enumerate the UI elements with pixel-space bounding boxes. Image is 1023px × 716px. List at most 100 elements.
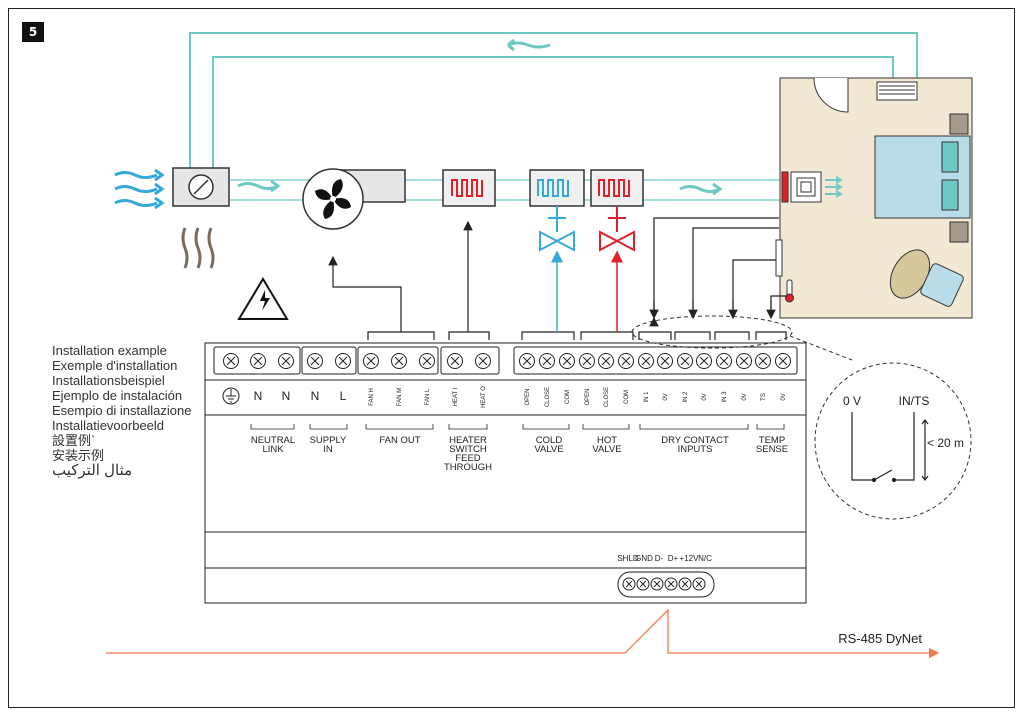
- terminal-screw: [696, 353, 712, 369]
- bus-terminal-screw: [650, 577, 664, 591]
- temp-sense-label-2: SENSE: [756, 444, 788, 455]
- bus-terminal-screw: [678, 577, 692, 591]
- cold-coil-icon: [529, 169, 585, 207]
- cold-valve-icon: [539, 206, 575, 252]
- terminal-screw: [755, 353, 771, 369]
- hot-valve-icon: [599, 206, 635, 252]
- terminal-screw: [598, 353, 614, 369]
- terminal-screw: [559, 353, 575, 369]
- terminal-label: COM: [565, 390, 571, 404]
- supply-in-label-1: SUPPLY: [310, 435, 347, 446]
- neutral-link-label-1: NEUTRAL: [251, 435, 295, 446]
- detail-distance-label: < 20 m: [927, 436, 964, 450]
- label-it: Esempio di installazione: [52, 403, 192, 418]
- figure-number: 5: [22, 22, 44, 42]
- label-fr: Exemple d'installation: [52, 358, 178, 373]
- terminal-label: FAN H: [369, 388, 375, 406]
- terminal-screw: [519, 353, 535, 369]
- terminal-label: CLOSE: [545, 387, 551, 407]
- terminal-label: IN 2: [683, 391, 689, 403]
- cold-valve-label-2: VALVE: [534, 444, 563, 455]
- terminal-screw: [278, 353, 294, 369]
- bus-terminal-screw: [692, 577, 706, 591]
- exhaust-air-arrows: [181, 227, 215, 269]
- terminal-screw: [677, 353, 693, 369]
- controller-box: [204, 342, 807, 604]
- bus-terminal-screws: [622, 577, 706, 591]
- terminal-screw: [716, 353, 732, 369]
- terminal-screw: [419, 353, 435, 369]
- bus-label: N/C: [698, 554, 712, 563]
- terminal-screw: [618, 353, 634, 369]
- detail-switch: [851, 412, 929, 483]
- terminal-label: L: [340, 389, 347, 403]
- fresh-air-arrows: [114, 168, 165, 210]
- terminal-screw: [657, 353, 673, 369]
- terminal-screws: [223, 353, 791, 369]
- terminal-label: IN 3: [722, 391, 728, 403]
- terminal-label: CLOSE: [604, 387, 610, 407]
- return-air-duct: [189, 32, 918, 170]
- label-nl: Installatievoorbeeld: [52, 418, 165, 433]
- dry-contact-callout: [631, 315, 972, 520]
- heater-label-1: HEATER: [449, 435, 487, 446]
- terminal-screw: [736, 353, 752, 369]
- terminal-screw: [250, 353, 266, 369]
- label-de: Installationsbeispiel: [52, 373, 165, 388]
- terminal-screw: [363, 353, 379, 369]
- earth-ground-icon: [222, 387, 240, 405]
- bus-terminal-screw: [664, 577, 678, 591]
- terminal-screw: [335, 353, 351, 369]
- terminal-label: 0V: [781, 393, 787, 400]
- heater-label-2: SWITCH: [449, 444, 487, 455]
- terminal-label: HEAT I: [453, 387, 459, 406]
- heater-label-3: FEED: [455, 453, 480, 464]
- dry-contact-label-1: DRY CONTACT: [661, 435, 729, 446]
- terminal-label: OPEN: [585, 388, 591, 405]
- terminal-screw: [223, 353, 239, 369]
- bus-terminal-screw: [636, 577, 650, 591]
- control-wiring: [328, 217, 787, 340]
- heater-element-icon: [442, 169, 496, 207]
- terminal-label: OPEN: [525, 388, 531, 405]
- terminal-label: N: [282, 389, 291, 403]
- rs485-line: [106, 608, 940, 659]
- terminal-screw: [579, 353, 595, 369]
- fan-icon: [302, 168, 406, 230]
- terminal-label: FAN M: [397, 388, 403, 406]
- terminal-screw: [447, 353, 463, 369]
- terminal-label: TS: [761, 393, 767, 401]
- label-ja: 設置例`: [52, 433, 96, 448]
- terminal-screw: [638, 353, 654, 369]
- room-plan: [775, 77, 973, 319]
- group-label-lines: [250, 424, 785, 430]
- bus-label: SHLD: [617, 554, 639, 563]
- heater-label-4: THROUGH: [444, 462, 492, 473]
- electric-warning-icon: [237, 277, 289, 320]
- detail-0v-label: 0 V: [843, 394, 861, 408]
- bus-terminal-screw: [622, 577, 636, 591]
- label-ar: مثال التركيب: [52, 462, 133, 479]
- terminal-label: N: [311, 389, 320, 403]
- hot-coil-icon: [590, 169, 644, 207]
- terminal-label: N: [254, 389, 263, 403]
- installation-example-labels: Installation example Exemple d'installat…: [52, 343, 191, 478]
- terminal-screw: [391, 353, 407, 369]
- fan-out-label: FAN OUT: [379, 435, 420, 446]
- temp-sense-label-1: TEMP: [759, 435, 785, 446]
- bus-label: GND: [635, 554, 653, 563]
- label-zh: 安装示例: [52, 448, 105, 463]
- return-air-arrow: [507, 38, 551, 52]
- terminal-label: 0V: [663, 393, 669, 400]
- bus-label: D-: [655, 554, 664, 563]
- terminal-label: IN 1: [644, 391, 650, 403]
- terminal-label: FAN L: [425, 388, 431, 405]
- terminal-screw: [775, 353, 791, 369]
- bus-label: +12V: [680, 554, 700, 563]
- terminal-label: 0V: [702, 393, 708, 400]
- rs485-label: RS-485 DyNet: [838, 631, 922, 646]
- terminal-screw: [475, 353, 491, 369]
